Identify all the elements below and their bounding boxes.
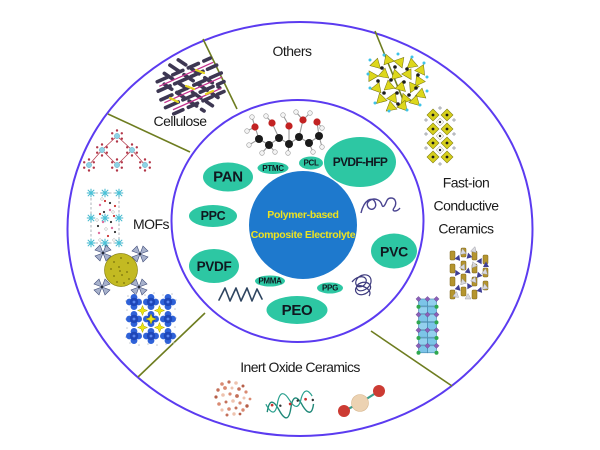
polymer-coil-sketch-icon [360,197,401,214]
polymer-node-pvdf-hfp: PVDF-HFP [324,137,396,187]
polymer-node-pcl: PCL [299,156,323,170]
polymer-tangle-sketch-icon [351,274,372,297]
fast-ion-line1: Fast-ion [442,174,490,191]
mof-polyhedral-cage-icon [93,244,149,296]
perovskite-crystal-icon [363,51,430,113]
polymer-node-ppc: PPC [189,205,237,227]
sector-label-inert-oxide-ceramics: Inert Oxide Ceramics [240,359,360,375]
fast-ion-line2: Conductive [433,197,499,214]
mof-unit-cell-icon [86,188,124,248]
inner-ring [170,99,425,343]
polymer-node-pmma: PMMA [255,275,285,287]
layered-oxide-crystal-icon [424,106,456,166]
center-line1: Polymer-based [267,209,339,221]
fast-ion-line3: Ceramics [438,220,494,237]
polymer-node-ptmc: PTMC [257,162,289,174]
garnet-crystal-icon [449,245,490,300]
oxide-nanoparticle-icon [214,380,252,417]
silica-helix-icon [265,390,315,419]
sector-label-fast-ion-conductive-ceramics: Fast-ion Conductive Ceramics [433,172,499,241]
center-topic: Polymer-based Composite Electrolyte [249,171,357,279]
sector-label-others: Others [272,43,312,59]
center-line2: Composite Electrolyte [250,229,356,241]
sector-label-cellulose: Cellulose [153,113,207,129]
outer-ring [66,21,534,437]
polymer-node-pan: PAN [203,162,253,192]
sector-label-mofs: MOFs [132,216,170,232]
mof-crystal-lattice-icon [125,292,177,346]
polymer-node-ppg: PPG [317,282,343,294]
polymer-zigzag-sketch-icon [218,287,263,302]
nasicon-crystal-icon [415,296,440,355]
polymer-node-pvc: PVC [371,233,417,269]
polymer-node-pvdf: PVDF [189,249,239,283]
diatomic-oxide-molecule-icon [338,385,385,417]
polymer-node-peo: PEO [266,296,328,324]
cof-network-molecule-icon [82,128,152,173]
cellulose-fiber-network-icon [155,56,226,116]
polymer-chain-molecule-icon [244,109,325,156]
